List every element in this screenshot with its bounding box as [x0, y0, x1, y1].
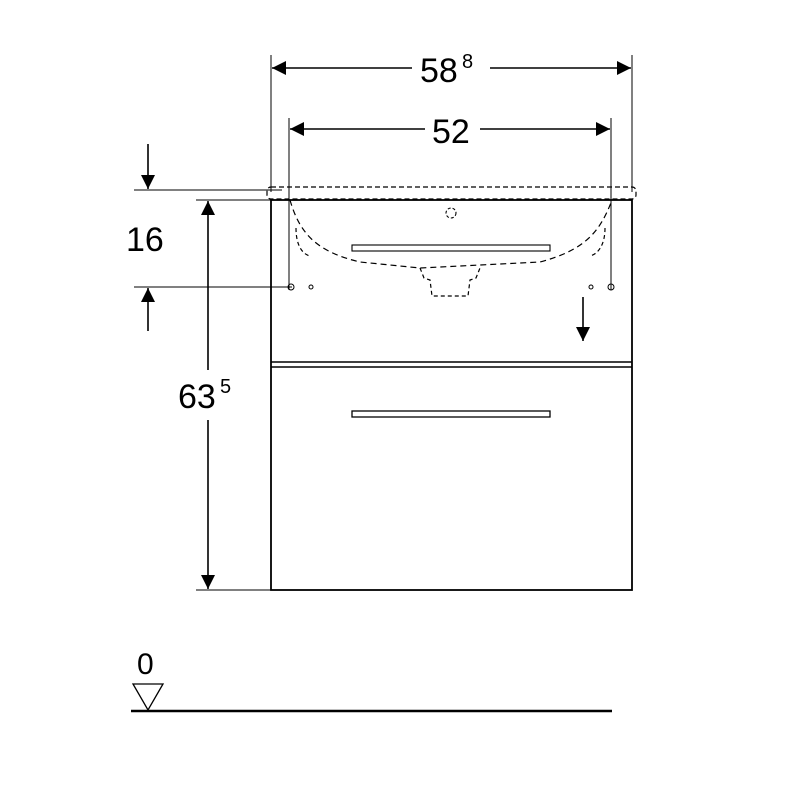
overall-width-superscript: 8: [462, 51, 473, 73]
total-height-dimension: 63 5: [178, 199, 272, 591]
floor-level: 0: [131, 648, 612, 713]
vanity-cabinet: [270, 199, 633, 591]
total-height-value: 63: [178, 378, 216, 416]
basin-top: [266, 186, 637, 200]
overflow-hole: [445, 207, 457, 219]
level-triangle-icon: [131, 683, 165, 712]
floor-level-value: 0: [137, 648, 154, 681]
overall-width-value: 58: [420, 52, 458, 90]
offset-height-dimension: 16: [126, 144, 292, 331]
inner-width-dimension: 52: [288, 113, 612, 290]
basin-shelf: [351, 244, 551, 252]
total-height-superscript: 5: [220, 376, 231, 398]
washbasin: [266, 186, 637, 297]
overall-width-dimension: 58 8: [270, 51, 633, 192]
offset-height-value: 16: [126, 221, 164, 259]
drawer-handle: [351, 410, 551, 418]
inner-width-value: 52: [432, 113, 470, 151]
